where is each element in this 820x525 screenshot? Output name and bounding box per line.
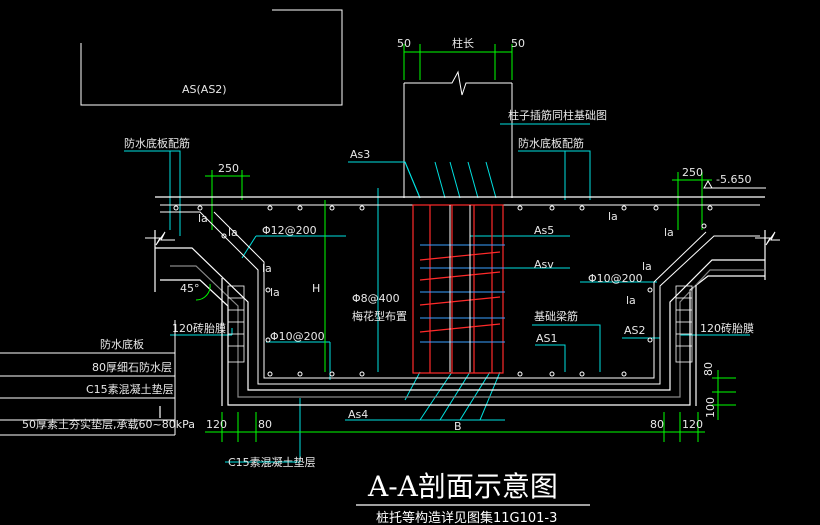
legend-row-0: 防水底板 <box>100 337 144 351</box>
dim-250-left: 250 <box>218 162 239 175</box>
rebar-8-400-note: 梅花型布置 <box>352 309 407 323</box>
rebar-10-200-right-label: Φ10@200 <box>588 272 643 285</box>
column-outline <box>403 70 513 198</box>
slab-outline <box>154 196 766 418</box>
as3-label: As3 <box>350 148 370 161</box>
drawing-subtitle: 桩托等构造详见图集11G101-3 <box>376 510 557 525</box>
break-marks <box>145 231 780 246</box>
rebar-10-200-left-label: Φ10@200 <box>270 330 325 343</box>
la-label-3: la <box>262 262 272 275</box>
dim-100-vertical: 100 <box>704 397 717 418</box>
width-b-label: B <box>454 420 462 433</box>
la-label-8: la <box>626 294 636 307</box>
la-label-1: la <box>198 212 208 225</box>
callout-box <box>80 9 343 106</box>
right-vertical-dimensions <box>712 370 736 420</box>
la-label-2: la <box>228 226 238 239</box>
height-h-label: H <box>312 282 320 295</box>
as5-label: As5 <box>534 224 554 237</box>
rebar-dots <box>173 205 713 377</box>
legend-table <box>0 320 176 436</box>
la-label-6: la <box>664 226 674 239</box>
legend-row-1: 80厚细石防水层 <box>92 360 172 374</box>
dim-80-left: 80 <box>258 418 272 431</box>
column-ties <box>449 205 471 372</box>
dim-50-left: 50 <box>397 37 411 50</box>
brick-label-left: 120砖胎膜 <box>172 321 226 335</box>
leaders <box>124 150 750 463</box>
top-slab-dimensions <box>205 170 712 230</box>
foundation-beam-label: 基础梁筋 <box>534 309 578 323</box>
column-rebar-cage <box>412 204 504 374</box>
as4-label: As4 <box>348 408 368 421</box>
brick-formwork <box>227 285 693 363</box>
elevation-label: -5.650 <box>716 173 751 186</box>
legend-row-3: 50厚素土夯实垫层,承载60~80kPa <box>22 417 195 431</box>
dim-80-vertical: 80 <box>702 362 715 376</box>
dim-column-length: 柱长 <box>452 36 474 50</box>
dim-120-right: 120 <box>682 418 703 431</box>
column-top-dimensions <box>403 44 513 80</box>
bottom-dimensions <box>205 412 705 442</box>
dim-50-right: 50 <box>511 37 525 50</box>
angle-arc <box>195 283 211 301</box>
column-note: 柱子插筋同柱基础图 <box>508 108 607 122</box>
la-label-7: la <box>642 260 652 273</box>
as-as2-label: AS(AS2) <box>182 83 227 96</box>
as2-label: AS2 <box>624 324 646 337</box>
la-label-4: la <box>270 286 280 299</box>
as1-label: AS1 <box>536 332 558 345</box>
rebar-12-200-label: Φ12@200 <box>262 224 317 237</box>
legend-row-2: C15素混凝土垫层 <box>86 382 174 396</box>
waterproof-label-left: 防水底板配筋 <box>124 136 190 150</box>
asv-label: Asv <box>534 258 554 271</box>
waterproof-label-right: 防水底板配筋 <box>518 136 584 150</box>
angle-45-label: 45° <box>180 282 200 295</box>
c15-bottom-label: C15素混凝土垫层 <box>228 455 316 469</box>
dim-120-left: 120 <box>206 418 227 431</box>
brick-label-right: 120砖胎膜 <box>700 321 754 335</box>
dim-250-right: 250 <box>682 166 703 179</box>
dim-80-right: 80 <box>650 418 664 431</box>
la-label-5: la <box>608 210 618 223</box>
rebar-8-400-label: Φ8@400 <box>352 292 400 305</box>
drawing-title: A-A剖面示意图 <box>367 470 558 503</box>
column-stirrups <box>420 244 505 343</box>
